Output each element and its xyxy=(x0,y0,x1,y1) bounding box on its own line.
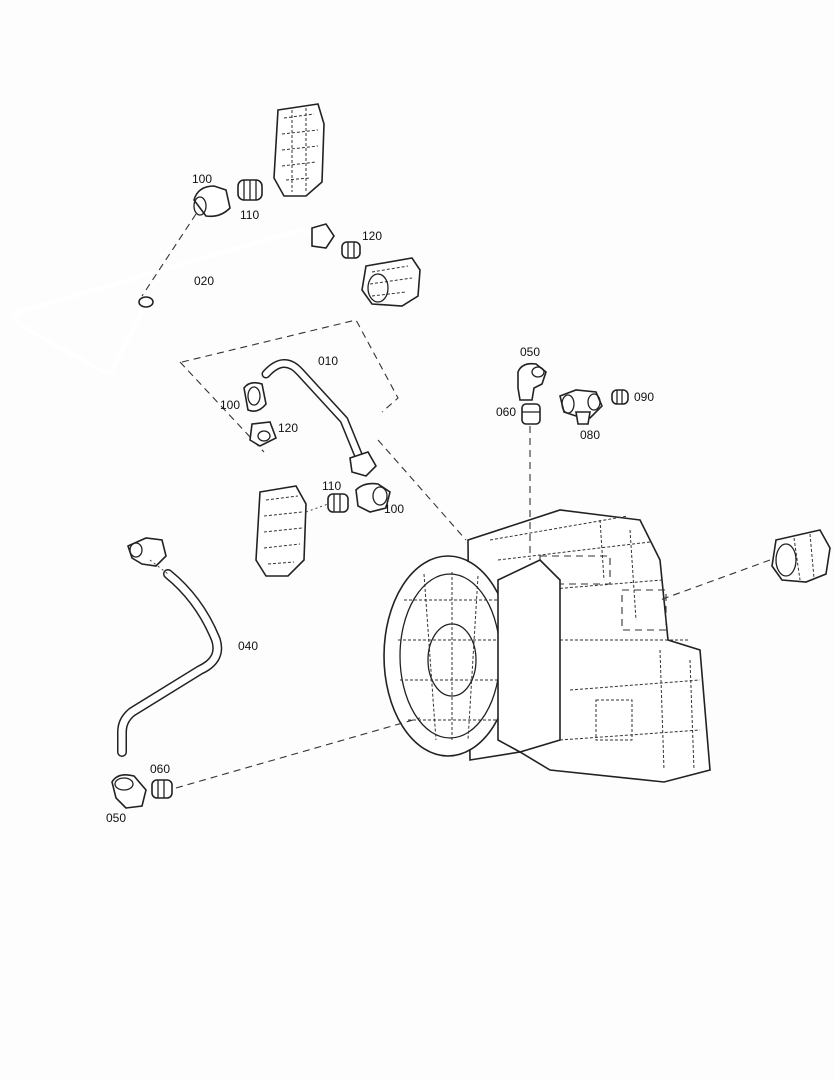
leader-060-to-housing xyxy=(175,717,421,789)
callout-050-top: 050 xyxy=(520,345,540,359)
callout-020: 020 xyxy=(194,274,214,288)
bell-housing xyxy=(383,555,561,757)
valve-block-upper xyxy=(273,103,325,197)
callout-120-top: 120 xyxy=(362,229,382,243)
adapter-120-top xyxy=(341,241,361,259)
callout-040: 040 xyxy=(238,639,258,653)
elbow-fitting-100-lower xyxy=(355,482,391,513)
callout-060-top: 060 xyxy=(496,405,516,419)
tee-fitting-040-top xyxy=(127,537,167,567)
tee-fitting-080 xyxy=(559,389,603,425)
adapter-060-top xyxy=(521,403,541,425)
leader-tee-to-hose xyxy=(149,559,169,575)
callout-110-top: 110 xyxy=(240,208,259,222)
elbow-fitting-100-middle xyxy=(243,381,267,412)
adapter-120-middle xyxy=(249,421,278,447)
callout-090: 090 xyxy=(634,390,654,404)
callout-100-top: 100 xyxy=(192,172,212,186)
leader-010-to-housing xyxy=(377,439,467,541)
hose-040 xyxy=(117,569,223,757)
adapter-110-top xyxy=(237,179,263,201)
hose-020 xyxy=(12,223,335,375)
plug-090 xyxy=(611,389,629,405)
valve-block-middle xyxy=(255,485,307,577)
leader-100-to-020 xyxy=(141,213,197,297)
callout-110-middle: 110 xyxy=(322,479,341,493)
adapter-110-middle xyxy=(327,493,349,513)
leader-valve-to-110 xyxy=(305,503,329,513)
callout-100-middle: 100 xyxy=(220,398,240,412)
elbow-fitting-100-top xyxy=(193,185,231,218)
callout-060-bottom: 060 xyxy=(150,762,170,776)
elbow-fitting-050-bottom xyxy=(111,774,147,809)
elbow-fitting-050-top xyxy=(517,362,547,401)
coupling-right xyxy=(771,529,831,583)
callout-100-lower: 100 xyxy=(384,502,404,516)
pipe-010 xyxy=(261,359,377,477)
callout-050-bottom: 050 xyxy=(106,811,126,825)
callout-010: 010 xyxy=(318,354,338,368)
coupling-upper xyxy=(361,257,421,307)
callout-080: 080 xyxy=(580,428,600,442)
adapter-060-bottom xyxy=(151,779,173,799)
leader-coupling-to-housing xyxy=(659,559,771,601)
callout-120-middle: 120 xyxy=(278,421,298,435)
